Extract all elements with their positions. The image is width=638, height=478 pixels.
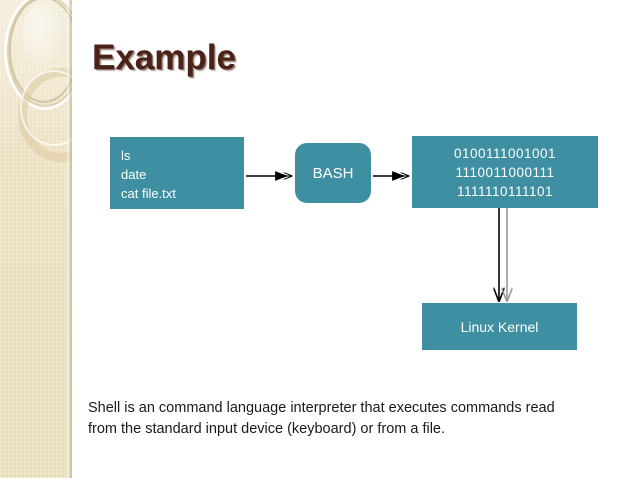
bash-box: BASH	[295, 143, 371, 203]
caption-line-1: Shell is an command language interpreter…	[88, 400, 555, 416]
decorative-sidebar	[0, 0, 72, 478]
caption-line-2: from the standard input device (keyboard…	[88, 421, 446, 437]
page-title: Example	[92, 38, 236, 77]
binary-line-3: 1111110111101	[456, 183, 554, 199]
binary-output-box: 0100111001001 1110011000111 111111011110…	[412, 136, 598, 208]
bash-label: BASH	[312, 164, 354, 182]
command-line-3: cat file.txt	[121, 186, 176, 201]
decorative-ring-small-highlight-icon	[20, 70, 72, 146]
binary-line-1: 0100111001001	[453, 145, 557, 161]
binary-line-2: 1110011000111	[455, 164, 555, 180]
commands-box: ls date cat file.txt	[110, 137, 244, 209]
linux-kernel-box: Linux Kernel	[422, 303, 577, 350]
command-line-1: ls	[121, 148, 131, 163]
linux-kernel-label: Linux Kernel	[460, 318, 539, 335]
command-line-2: date	[121, 167, 147, 182]
sidebar-edge-divider	[66, 0, 72, 478]
caption-text: Shell is an command language interpreter…	[88, 398, 608, 440]
decorative-ring-gloss-icon	[22, 4, 62, 66]
